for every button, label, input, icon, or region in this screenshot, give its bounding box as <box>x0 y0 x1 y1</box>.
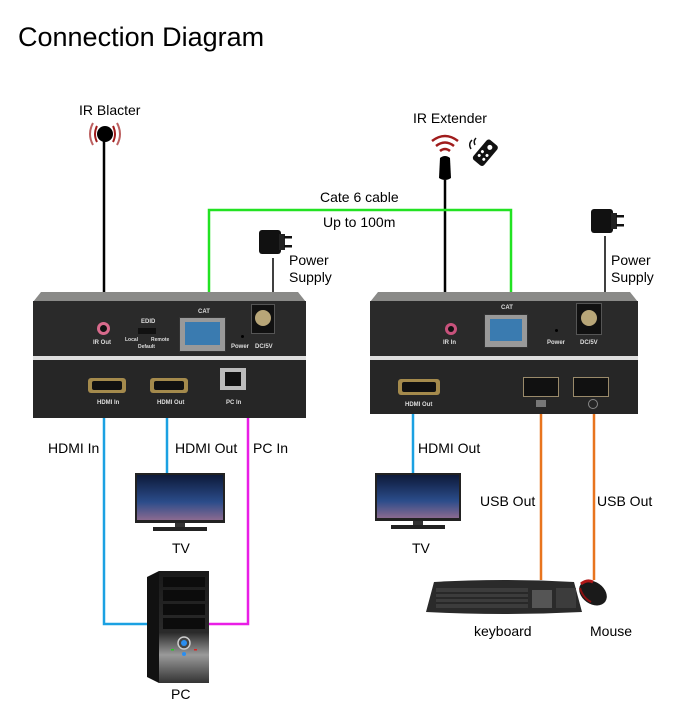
hdmi-out-port-label-rx: HDMI Out <box>405 402 433 408</box>
hdmi-in-cable-label: HDMI In <box>48 440 100 456</box>
remote-control-icon <box>472 139 498 166</box>
ir-extender-label: IR Extender <box>413 110 487 126</box>
ir-extender-icon <box>431 134 498 180</box>
cat6-cable <box>207 208 513 300</box>
tv-icon-rx <box>375 473 461 529</box>
power-led-label-rx: Power <box>547 340 566 346</box>
edid-label: EDID <box>141 319 156 325</box>
hdmi-in-cable <box>102 412 148 626</box>
usb-a-keyboard-port <box>523 377 559 397</box>
power-adapter-icon-rx <box>591 209 624 233</box>
hdmi-out-port-label: HDMI Out <box>157 400 185 406</box>
hdmi-out-port-rx <box>398 379 440 395</box>
power-led <box>241 335 244 338</box>
edid-switch[interactable] <box>138 328 156 334</box>
pc-tower-icon <box>147 571 209 683</box>
pc-in-port-label: PC In <box>226 400 242 406</box>
tv-label-rx: TV <box>412 540 430 556</box>
ir-blaster-icon <box>89 122 121 146</box>
tv-label-tx: TV <box>172 540 190 556</box>
hdmi-in-port <box>88 378 126 393</box>
hdmi-out-cable-label-tx: HDMI Out <box>175 440 238 456</box>
usb-b-pc-in-port <box>220 368 246 390</box>
cat-port-rx <box>484 314 528 348</box>
receiver-device: IR In CAT Power DC/5V HDMI Out <box>370 292 638 418</box>
ir-out-port-label: IR Out <box>93 340 111 346</box>
power-adapter-icon-tx <box>259 230 292 254</box>
keyboard-port-icon <box>536 400 546 407</box>
tv-icon-tx <box>135 473 225 531</box>
ir-in-port <box>445 323 457 335</box>
dc-power-label: DC/5V <box>255 344 273 350</box>
cable-length-label: Up to 100m <box>323 214 396 230</box>
transmitter-device: IR Out EDID Local Remote Default CAT Pow… <box>33 292 306 418</box>
dc-power-label-rx: DC/5V <box>580 340 598 346</box>
usb-a-mouse-port <box>573 377 609 397</box>
pc-in-cable <box>207 412 250 626</box>
usb-out-cable-label-2: USB Out <box>597 493 653 509</box>
ir-blaster-label: IR Blacter <box>79 102 141 118</box>
cat-port-label: CAT <box>198 309 210 315</box>
edid-remote-label: Remote <box>151 337 170 343</box>
mouse-icon <box>579 579 607 606</box>
diagram-title: Connection Diagram <box>18 22 265 52</box>
power-supply-label-tx: Power Supply <box>289 252 332 285</box>
cat-port-label-rx: CAT <box>501 305 513 311</box>
hdmi-out-port <box>150 378 188 393</box>
keyboard-icon <box>426 580 582 614</box>
cable-type-label: Cate 6 cable <box>320 189 399 205</box>
dc-power-port-rx <box>576 303 602 335</box>
hdmi-out-cable-label-rx: HDMI Out <box>418 440 481 456</box>
power-led-label: Power <box>231 344 250 350</box>
mouse-label: Mouse <box>590 623 633 639</box>
pc-in-cable-label: PC In <box>253 440 289 456</box>
power-supply-label-rx: Power Supply <box>611 252 654 285</box>
hdmi-in-port-label: HDMI In <box>97 400 120 406</box>
keyboard-label: keyboard <box>474 623 532 639</box>
usb-out-cable-label-1: USB Out <box>480 493 536 509</box>
ir-out-port <box>97 322 110 335</box>
power-led-rx <box>555 329 558 332</box>
edid-default-label: Default <box>138 344 155 350</box>
ir-in-port-label: IR In <box>443 340 456 346</box>
mouse-port-icon <box>588 399 598 409</box>
dc-power-port <box>251 304 275 334</box>
cat-port <box>179 317 226 352</box>
edid-local-label: Local <box>125 337 139 343</box>
pc-label: PC <box>171 686 191 702</box>
